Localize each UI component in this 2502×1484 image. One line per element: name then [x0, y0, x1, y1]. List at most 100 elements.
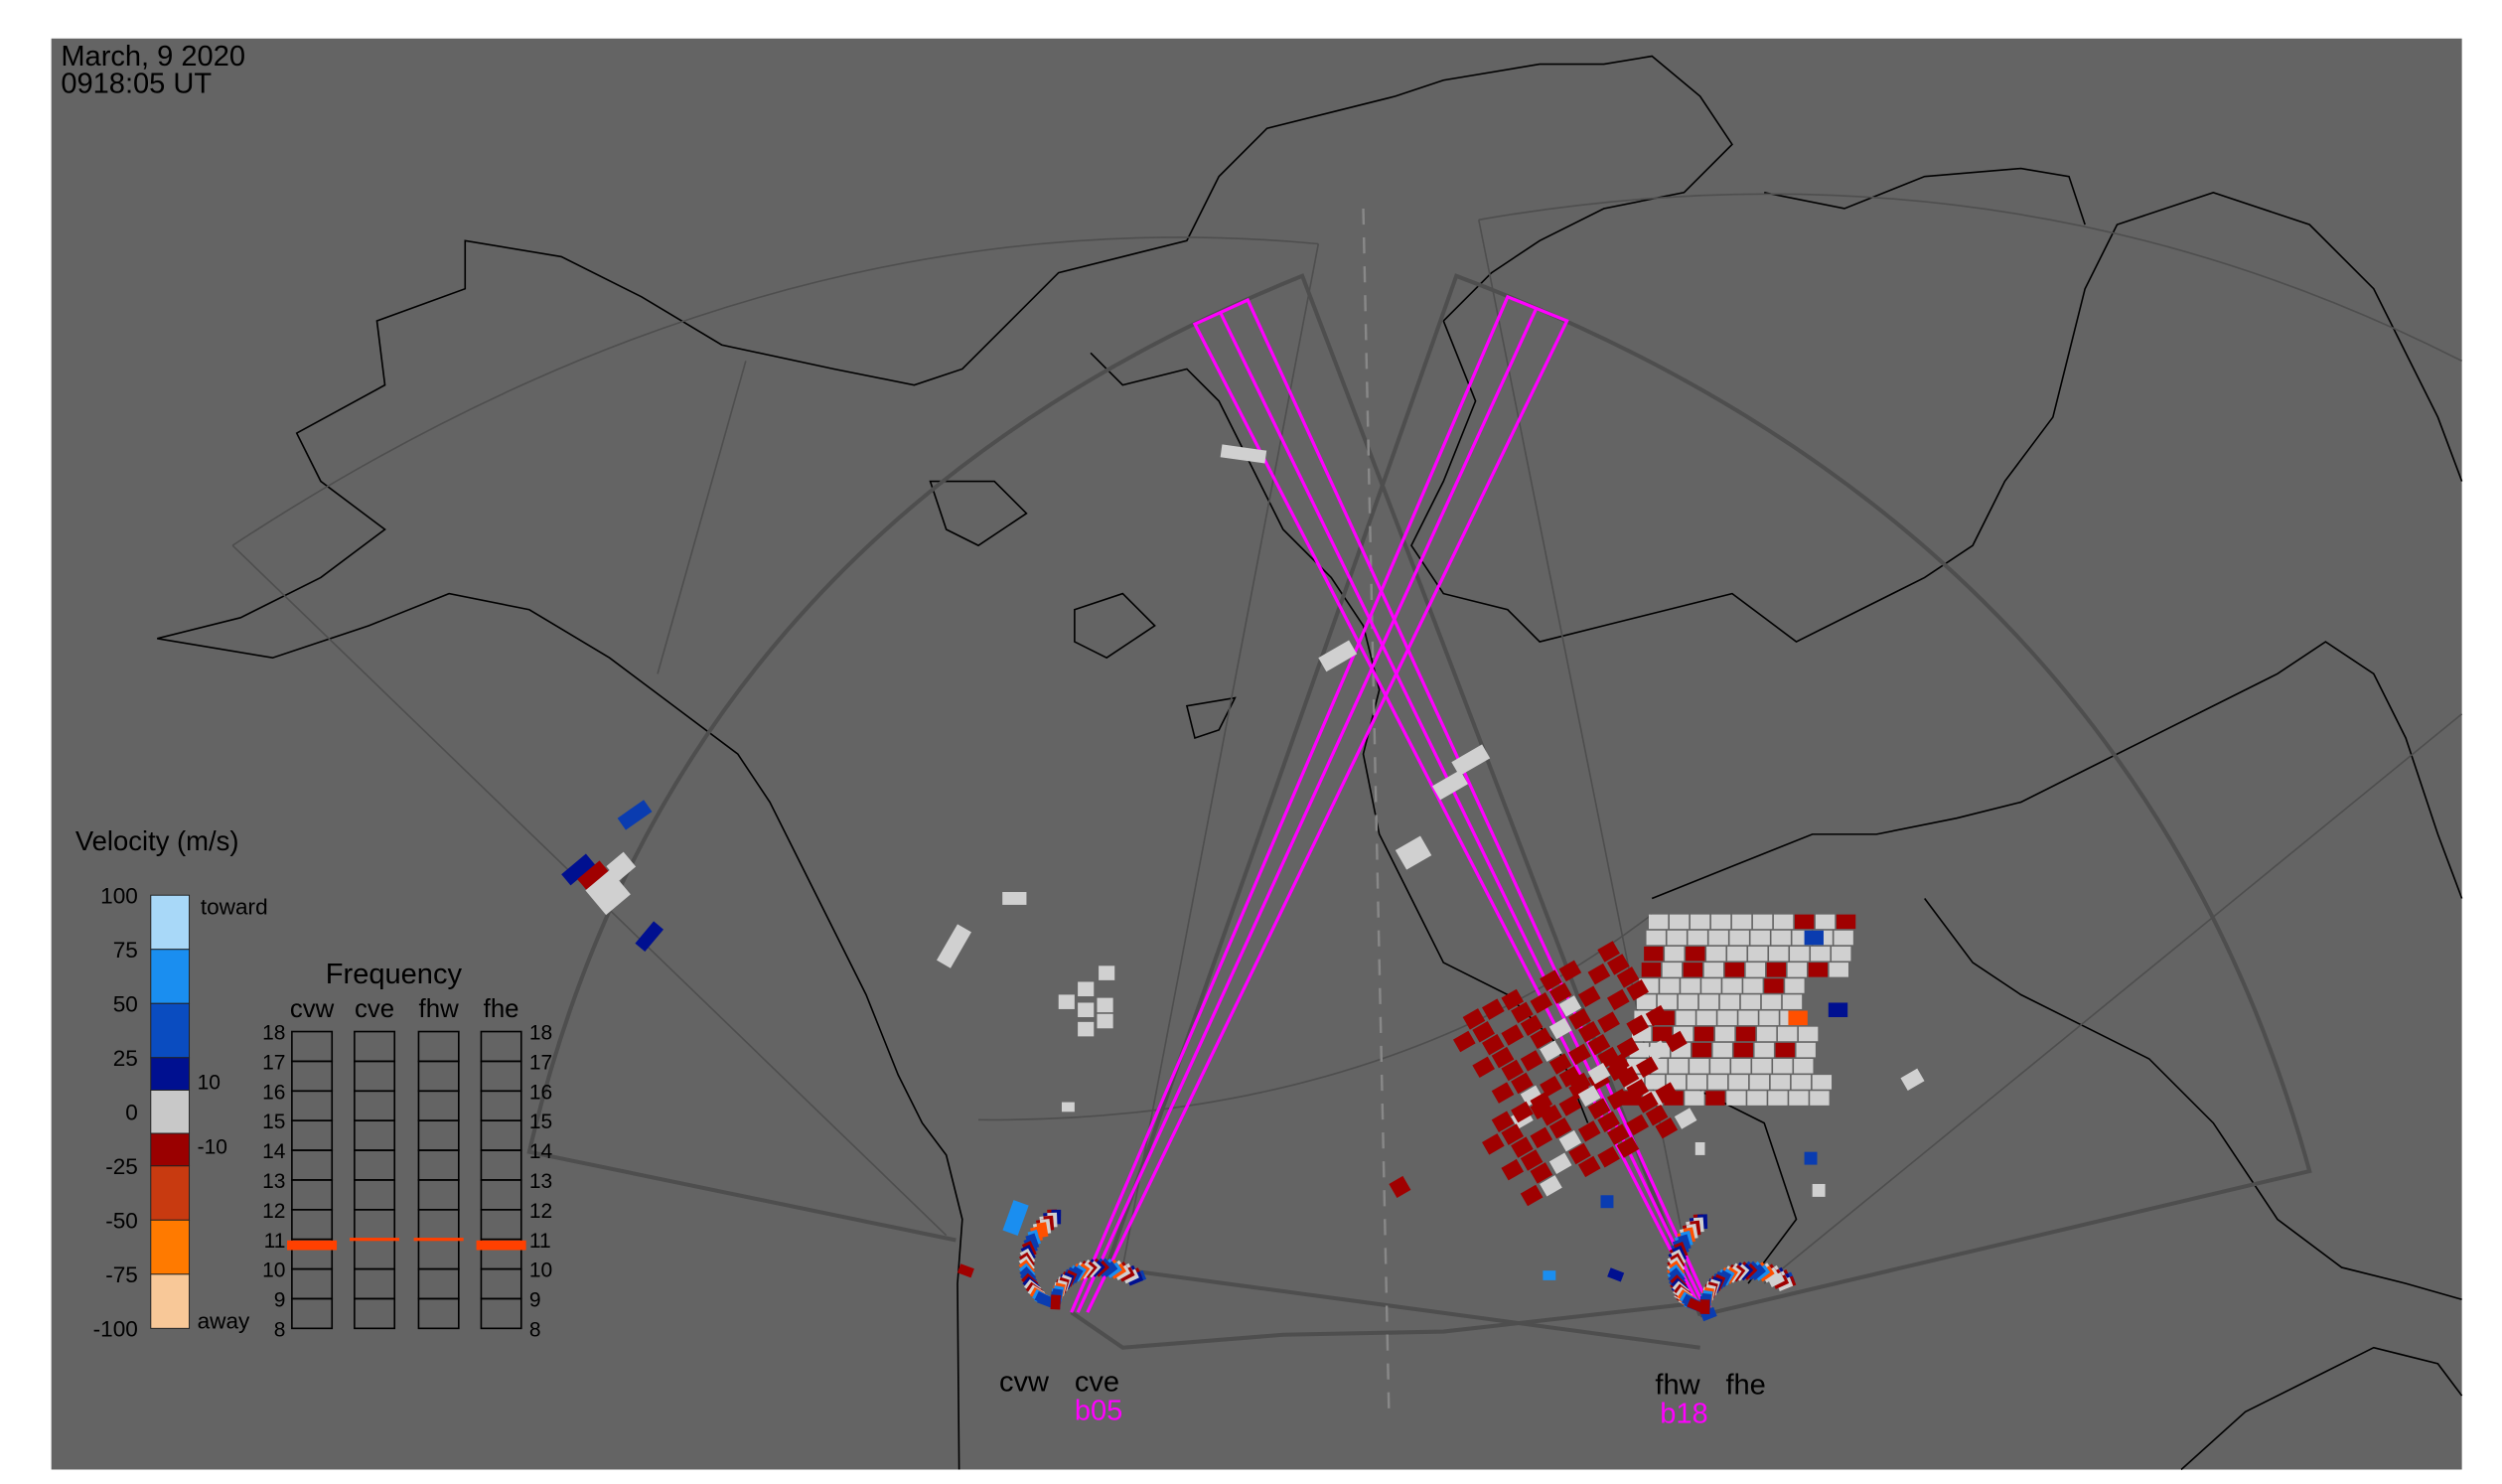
velocity-cell — [1587, 963, 1611, 985]
frequency-scale-left: 13 — [262, 1170, 285, 1193]
velocity-cell — [1688, 930, 1707, 946]
velocity-cell — [1771, 930, 1791, 946]
velocity-cell — [1587, 1063, 1611, 1085]
velocity-cell — [1530, 1162, 1553, 1184]
velocity-cell — [1616, 966, 1640, 988]
velocity-cell — [1078, 1021, 1095, 1037]
frequency-scale-left: 10 — [262, 1260, 285, 1282]
velocity-cell — [1710, 914, 1731, 930]
colorbar-band — [150, 1219, 191, 1275]
colorbar-band — [150, 1165, 191, 1221]
velocity-cell — [1735, 1026, 1756, 1042]
velocity-cell — [1719, 994, 1740, 1009]
velocity-tick-label: -25 — [105, 1154, 138, 1179]
velocity-cell — [1472, 1056, 1495, 1079]
velocity-cell — [1597, 941, 1620, 963]
velocity-cell — [1782, 994, 1803, 1009]
velocity-cell — [1706, 946, 1726, 962]
frequency-scale-left: 9 — [274, 1289, 286, 1312]
velocity-cell — [1738, 1010, 1758, 1026]
frequency-scale-left: 11 — [264, 1230, 286, 1253]
velocity-cell — [1648, 914, 1669, 930]
velocity-cell — [1099, 965, 1115, 980]
velocity-cell — [1530, 1126, 1553, 1149]
velocity-cell — [1749, 1075, 1770, 1090]
frequency-scale-right: 18 — [529, 1022, 552, 1045]
velocity-cell — [1674, 1108, 1697, 1129]
velocity-cell — [1752, 1058, 1772, 1074]
velocity-cell — [1540, 1175, 1562, 1197]
frequency-cell — [417, 1297, 460, 1330]
velocity-cell — [1036, 1222, 1049, 1239]
velocity-cell — [1703, 963, 1724, 977]
velocity-cell — [1785, 978, 1805, 993]
velocity-cell — [1606, 1123, 1630, 1145]
velocity-cell — [1761, 994, 1782, 1009]
velocity-legend-title: Velocity (m/s) — [75, 825, 239, 856]
velocity-cell — [1491, 1046, 1515, 1069]
beam-b05 — [1070, 294, 1569, 1313]
velocity-cell — [1676, 1010, 1695, 1026]
velocity-cell — [1645, 1075, 1666, 1090]
velocity-cell — [1577, 985, 1601, 1007]
velocity-cell — [1061, 1102, 1075, 1113]
frequency-scale-right: 13 — [529, 1170, 552, 1193]
velocity-cell — [1769, 946, 1789, 962]
velocity-cell — [1511, 1001, 1534, 1024]
coastlines — [157, 55, 2463, 1471]
velocity-tick-label: 25 — [113, 1046, 138, 1071]
velocity-cell — [1810, 1091, 1830, 1106]
velocity-cell — [1431, 770, 1469, 801]
velocity-cell — [1707, 1075, 1728, 1090]
radar-label-cvw: cvw — [999, 1366, 1050, 1398]
velocity-cell — [577, 860, 610, 892]
velocity-cell — [1501, 1123, 1525, 1145]
velocity-cell — [1520, 1184, 1544, 1207]
velocity-cell — [1699, 1306, 1717, 1322]
velocity-cells — [561, 444, 1925, 1322]
velocity-cell — [1501, 988, 1525, 1011]
gs-tick-pos: 10 — [198, 1072, 221, 1095]
velocity-cell — [1318, 640, 1358, 672]
radar-label-fhe: fhe — [1725, 1370, 1765, 1402]
velocity-cell — [1829, 963, 1848, 977]
frequency-scale-right: 14 — [529, 1140, 553, 1163]
velocity-cell — [1683, 963, 1703, 977]
velocity-cell — [1540, 1105, 1562, 1126]
radar-label-cve: cve — [1075, 1366, 1119, 1398]
velocity-cell — [1641, 963, 1662, 977]
frequency-scale-left: 16 — [262, 1081, 285, 1104]
velocity-cell — [1759, 1010, 1779, 1026]
velocity-cell — [1606, 988, 1630, 1011]
velocity-cell — [1616, 1066, 1640, 1088]
frequency-scale-right: 17 — [529, 1051, 552, 1074]
velocity-cell — [1472, 1021, 1495, 1043]
velocity-cell — [1660, 978, 1680, 993]
velocity-cell — [1636, 1092, 1659, 1113]
velocity-colorbar — [150, 894, 191, 1329]
frequency-cell — [354, 1297, 396, 1330]
velocity-cell — [1731, 914, 1752, 930]
velocity-cell — [1577, 1021, 1601, 1043]
velocity-cell — [1097, 997, 1113, 1013]
velocity-cell — [1577, 1085, 1601, 1108]
velocity-cell — [1712, 1042, 1732, 1058]
velocity-cell — [1548, 1017, 1572, 1040]
velocity-cell — [1665, 946, 1685, 962]
frequency-scale-left: 8 — [274, 1318, 286, 1341]
velocity-cell — [1395, 835, 1432, 870]
velocity-cell — [1701, 978, 1721, 993]
velocity-cell — [1037, 1292, 1055, 1308]
frequency-legend-title: Frequency — [326, 959, 463, 990]
frequency-scale-right: 9 — [529, 1289, 541, 1312]
velocity-cell — [1717, 1010, 1737, 1026]
map-background — [51, 38, 2462, 1470]
velocity-cell — [1577, 1155, 1601, 1178]
velocity-cell — [1587, 1033, 1611, 1056]
velocity-cell — [561, 853, 596, 886]
velocity-cell — [1768, 1091, 1788, 1106]
velocity-cell — [1626, 1014, 1649, 1037]
velocity-cell — [1804, 930, 1824, 946]
velocity-cell — [1606, 1088, 1630, 1111]
